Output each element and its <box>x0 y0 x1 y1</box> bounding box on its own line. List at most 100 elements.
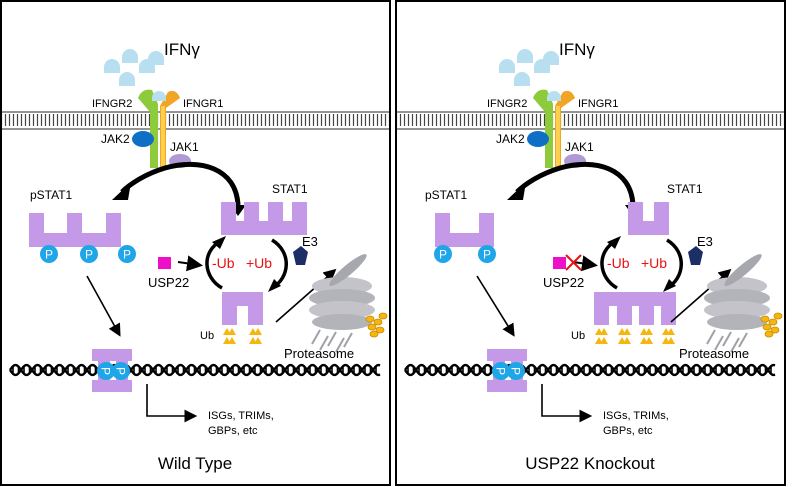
proteasome-ring <box>704 301 770 319</box>
ifn-gamma-subunit <box>514 72 530 86</box>
bound-ifn-gamma <box>547 91 561 101</box>
usp22-protein <box>158 257 171 269</box>
peptide-fragment <box>327 331 337 347</box>
ifngr2-receptor <box>138 89 158 168</box>
ubiquitination-arrowhead <box>663 279 676 292</box>
peptide-fragment <box>343 332 353 348</box>
ubiquitination-arrowhead <box>268 279 281 292</box>
e3-label: E3 <box>302 234 318 249</box>
phospho-label: P <box>123 248 131 262</box>
minus-ub-label: -Ub <box>212 255 235 271</box>
activation-arrowhead <box>112 182 131 200</box>
phospho-circle <box>118 245 136 263</box>
deubiquitination-arrowhead <box>212 236 226 249</box>
phospho-label: P <box>494 367 508 375</box>
phospho-label: P <box>483 248 491 262</box>
ifn-gamma-subunit <box>148 51 164 65</box>
ubiquitin-mark <box>600 337 608 344</box>
cell-membrane <box>2 112 389 129</box>
ifn-gamma-subunit <box>543 51 559 65</box>
ub-label: Ub <box>200 330 214 342</box>
phospho-circle <box>97 362 115 380</box>
phospho-circle <box>434 245 452 263</box>
usp22-protein <box>553 257 566 269</box>
proteasome-label: Proteasome <box>679 346 749 361</box>
phospho-label: P <box>45 248 53 262</box>
ubiquitin-mark <box>600 328 608 335</box>
dna-strand <box>404 363 776 377</box>
activation-arrow <box>120 161 241 206</box>
phospho-circle <box>492 362 510 380</box>
usp22-label: USP22 <box>543 275 584 290</box>
peptide-fragment <box>319 335 329 351</box>
proteasome-label: Proteasome <box>284 346 354 361</box>
ifngr1-label: IFNGR1 <box>183 98 223 110</box>
released-ubiquitin <box>768 318 778 326</box>
released-ubiquitin <box>375 326 385 334</box>
released-ubiquitin <box>764 330 774 338</box>
ifngr1-inner <box>556 106 560 168</box>
stat1-label: STAT1 <box>667 182 703 196</box>
peptide-fragment <box>730 337 740 353</box>
pstat1-label: pSTAT1 <box>425 188 468 202</box>
phospho-label: P <box>439 248 447 262</box>
phospho-circle <box>80 245 98 263</box>
e3-label: E3 <box>697 234 713 249</box>
phospho-circle <box>40 245 58 263</box>
ubiquitin-mark <box>667 337 675 344</box>
ubiquitin-mark <box>667 328 675 335</box>
released-ubiquitin <box>378 312 388 320</box>
usp22-block-cross <box>565 254 582 271</box>
pstat1-label: pSTAT1 <box>30 188 73 202</box>
ubiquitin-mark <box>645 328 653 335</box>
jak1-label: JAK1 <box>170 140 199 154</box>
jak2-label: JAK2 <box>496 132 525 146</box>
dna-strand <box>9 363 381 377</box>
entering-substrate <box>329 254 367 286</box>
proteasome <box>704 254 783 353</box>
phospho-label: P <box>114 367 128 375</box>
jak2-label: JAK2 <box>101 132 130 146</box>
usp22-action-arrow <box>177 255 203 272</box>
peptide-fragment <box>714 335 724 351</box>
phospho-label: P <box>85 248 93 262</box>
proteasome-ring <box>312 314 372 330</box>
panel-title: USP22 Knockout <box>525 454 655 473</box>
deubiquitination-arrowhead <box>607 236 621 249</box>
ifngr1-inner <box>161 106 165 168</box>
ifngr2-receptor <box>533 89 553 168</box>
panel-title: Wild Type <box>158 454 232 473</box>
entering-substrate <box>724 254 762 286</box>
ubiquitin-mark <box>228 337 236 344</box>
output-genes-line2: GBPs, etc <box>208 425 258 437</box>
minus-ub-label: -Ub <box>607 255 630 271</box>
released-ubiquitin <box>762 323 772 331</box>
ifn-gamma-subunit <box>517 49 533 63</box>
peptide-fragment <box>738 332 748 348</box>
ligand-label: IFNγ <box>164 40 200 59</box>
dna-backbone <box>404 363 776 377</box>
ubiquitin-mark <box>254 328 262 335</box>
activation-arrow <box>515 161 636 206</box>
ifn-gamma-subunit <box>499 59 515 73</box>
cell-membrane <box>397 112 784 129</box>
phospho-label: P <box>99 367 113 375</box>
e3-ligase <box>293 246 308 265</box>
usp22-action-arrow <box>572 255 598 272</box>
ubiquitin-mark <box>228 328 236 335</box>
ifn-gamma-subunit <box>122 49 138 63</box>
released-ubiquitin <box>770 326 780 334</box>
ubiquitin-mark <box>623 337 631 344</box>
phospho-circle <box>507 362 525 380</box>
bound-ifn-gamma <box>152 91 166 101</box>
released-ubiquitin <box>367 323 377 331</box>
peptide-fragment <box>722 331 732 347</box>
peptide-fragment <box>706 329 716 345</box>
dna-backbone <box>9 363 381 377</box>
released-ubiquitin <box>760 315 770 323</box>
peptide-fragment <box>335 337 345 353</box>
pstat1-dimer-bridge <box>67 233 121 247</box>
ifngr2-label: IFNGR2 <box>92 98 132 110</box>
proteasome-ring <box>707 314 767 330</box>
stat1-bridge <box>221 221 307 235</box>
